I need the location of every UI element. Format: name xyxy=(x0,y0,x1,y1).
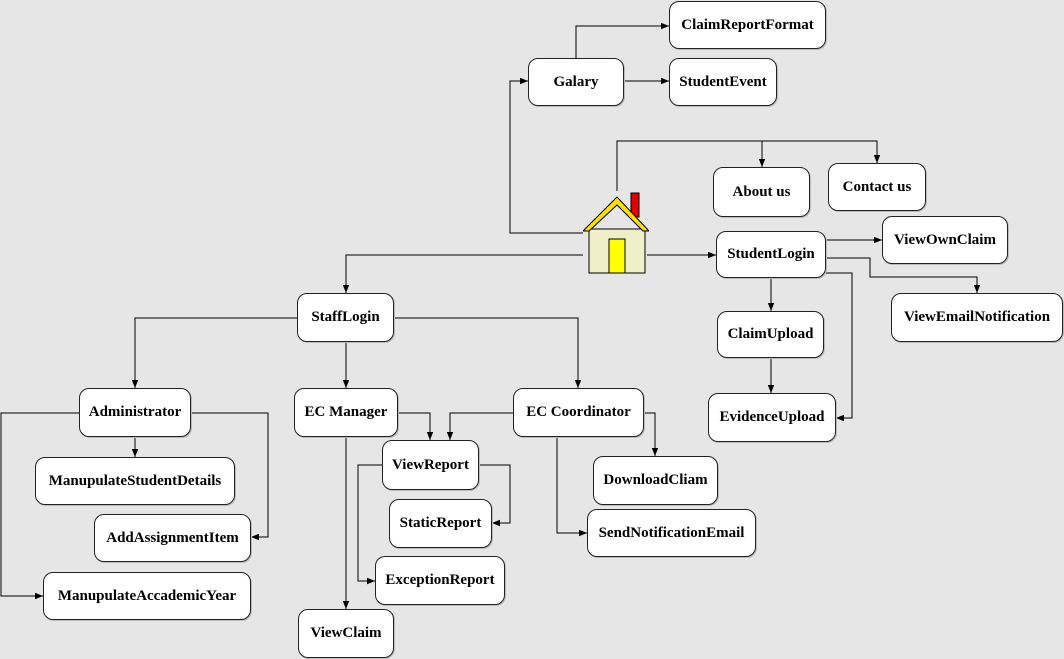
node-about-us[interactable]: About us xyxy=(713,167,810,217)
node-download-cliam[interactable]: DownloadCliam xyxy=(593,456,718,505)
edge-studentlogin-viewemailnotification xyxy=(826,257,981,293)
edge-home-aboutus xyxy=(616,140,766,191)
node-view-report[interactable]: ViewReport xyxy=(382,440,479,490)
node-manupulate-student-details[interactable]: ManupulateStudentDetails xyxy=(35,457,235,505)
node-view-claim[interactable]: ViewClaim xyxy=(298,609,394,658)
node-evidence-upload[interactable]: EvidenceUpload xyxy=(708,393,836,442)
node-student-login[interactable]: StudentLogin xyxy=(716,231,826,278)
node-add-assignment-item[interactable]: AddAssignmentItem xyxy=(94,514,251,562)
house-door xyxy=(608,238,626,274)
edge-eccoordinator-viewreport xyxy=(446,412,513,440)
house-roof xyxy=(583,196,649,232)
edge-administrator-manupulateaccademicyear xyxy=(0,412,79,600)
edge-home-contactus xyxy=(762,140,881,163)
node-claim-report-format[interactable]: ClaimReportFormat xyxy=(669,1,826,49)
node-send-notification-email[interactable]: SendNotificationEmail xyxy=(587,509,756,557)
edge-stafflogin-administrator xyxy=(131,317,297,388)
node-ec-coordinator[interactable]: EC Coordinator xyxy=(513,388,644,437)
house-icon[interactable] xyxy=(583,191,649,277)
node-view-own-claim[interactable]: ViewOwnClaim xyxy=(882,216,1008,264)
node-view-email-notification[interactable]: ViewEmailNotification xyxy=(891,293,1063,342)
node-staff-login[interactable]: StaffLogin xyxy=(297,293,394,342)
edge-administrator-addassignmentitem xyxy=(191,412,269,541)
node-contact-us[interactable]: Contact us xyxy=(828,163,926,211)
node-manupulate-accademic-year[interactable]: ManupulateAccademicYear xyxy=(43,572,251,620)
node-ec-manager[interactable]: EC Manager xyxy=(294,388,398,437)
edge-viewreport-exceptionreport xyxy=(357,464,382,585)
edge-studentlogin-evidenceupload xyxy=(826,272,853,422)
node-administrator[interactable]: Administrator xyxy=(79,388,191,437)
edge-ecmanager-viewreport xyxy=(398,412,434,440)
edge-home-galary xyxy=(509,77,583,234)
node-galary[interactable]: Galary xyxy=(528,58,624,106)
edge-galary-claimreportformat xyxy=(575,22,669,58)
node-exception-report[interactable]: ExceptionReport xyxy=(375,556,505,605)
edge-eccoordinator-downloadcliam xyxy=(644,412,659,456)
node-static-report[interactable]: StaticReport xyxy=(389,499,492,548)
edge-stafflogin-eccoordinator xyxy=(394,317,582,388)
node-student-event[interactable]: StudentEvent xyxy=(669,58,777,106)
edge-viewreport-staticreport xyxy=(479,464,511,527)
edge-eccoordinator-sendnotificationemail xyxy=(556,437,587,537)
edge-home-stafflogin xyxy=(342,254,583,293)
node-claim-upload[interactable]: ClaimUpload xyxy=(717,311,824,358)
